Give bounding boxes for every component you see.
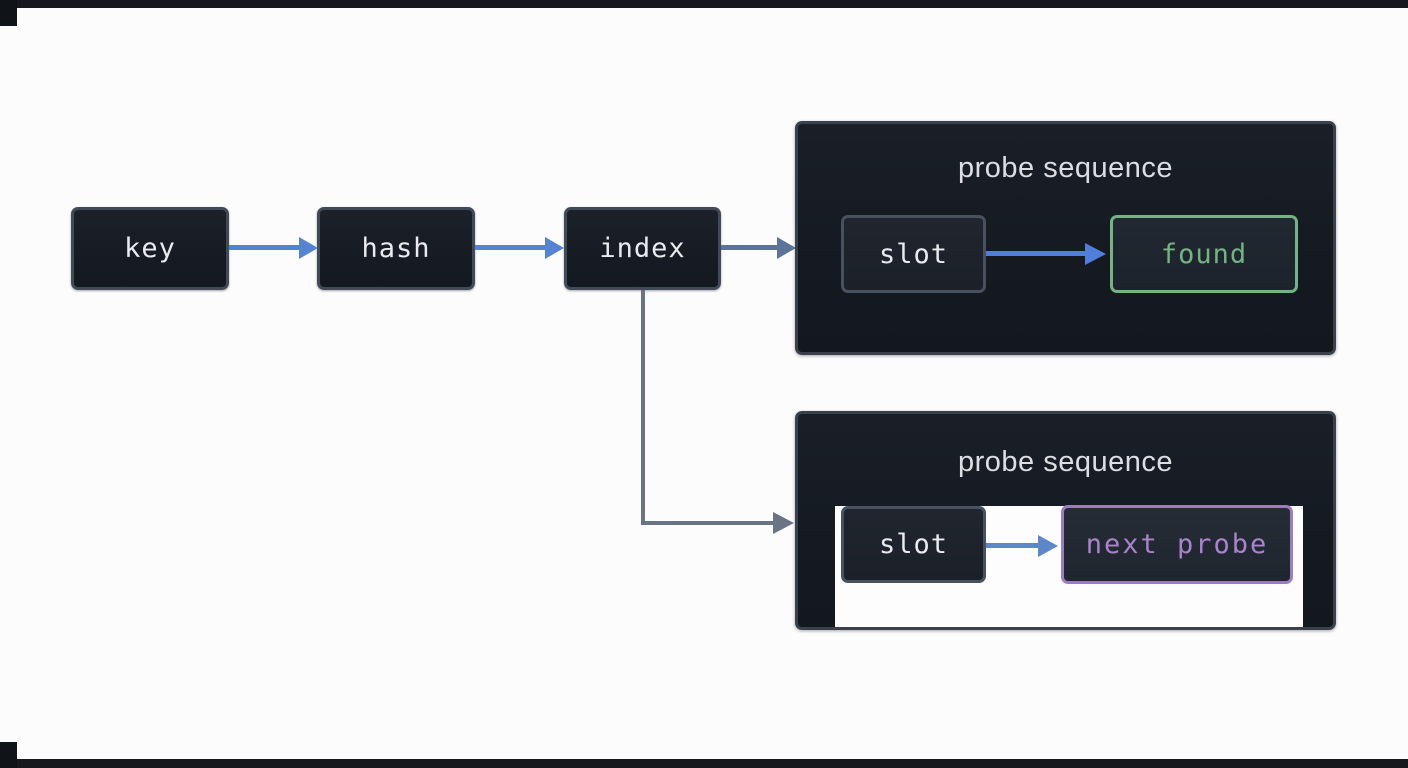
panel1-slot-box: slot [841, 215, 986, 293]
connector-arrow-head [773, 512, 794, 534]
arrow-hash-to-index-line [475, 245, 546, 250]
top-left-edge-nub [0, 0, 17, 26]
panel2-arrow-line [986, 543, 1039, 548]
connector-horizontal-line [641, 521, 774, 525]
panel2-title: probe sequence [958, 446, 1173, 478]
node-hash: hash [317, 207, 475, 290]
node-index: index [564, 207, 721, 290]
panel1-found-label: found [1160, 238, 1248, 270]
node-key-label: key [124, 233, 176, 264]
panel2-next-probe-box: next probe [1061, 505, 1293, 584]
node-index-label: index [599, 233, 686, 264]
arrow-hash-to-index-head [545, 237, 564, 259]
bottom-left-edge-nub [0, 742, 17, 768]
panel1-slot-label: slot [878, 238, 949, 270]
connector-vertical-line [641, 290, 645, 525]
top-edge-strip [0, 0, 1408, 8]
bottom-edge-strip [0, 759, 1408, 768]
arrow-key-to-hash-line [229, 245, 300, 250]
panel1-title: probe sequence [958, 152, 1173, 184]
panel2-slot-box: slot [841, 506, 986, 583]
panel1-found-box: found [1110, 215, 1298, 293]
panel2-slot-label: slot [878, 529, 949, 560]
panel1-arrow-line [986, 251, 1086, 256]
panel-probe-sequence-next: probe sequence slot next probe [795, 411, 1336, 630]
arrow-index-to-panel1-line [721, 245, 778, 250]
panel-probe-sequence-found: probe sequence slot found [795, 121, 1336, 355]
panel1-arrow-head [1085, 243, 1106, 265]
arrow-index-to-panel1-head [777, 237, 796, 259]
panel2-arrow-head [1038, 535, 1058, 557]
panel2-next-probe-label: next probe [1085, 529, 1269, 560]
node-key: key [71, 207, 229, 290]
node-hash-label: hash [361, 233, 431, 264]
arrow-key-to-hash-head [299, 237, 318, 259]
